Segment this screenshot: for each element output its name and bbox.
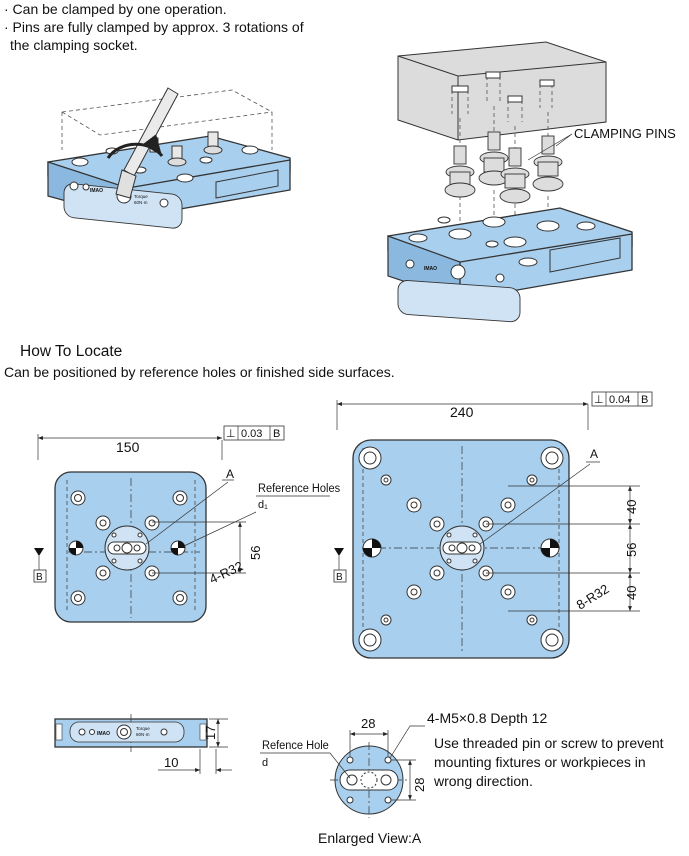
- note-line-3: wrong direction.: [434, 773, 533, 789]
- right-callout-a: A: [590, 447, 598, 461]
- enlarged-view-caption: Enlarged View:A: [318, 830, 422, 846]
- clamping-pins-label: CLAMPING PINS: [574, 126, 676, 141]
- enlarged-note: Use threaded pin or screw to prevent mou…: [434, 734, 664, 791]
- enlarged-dim-28-h: 28: [361, 716, 375, 731]
- right-dim-56: 56: [624, 543, 639, 557]
- feature-bullets: · Can be clamped by one operation. · Pin…: [4, 0, 304, 54]
- bullet-2: · Pins are fully clamped by approx. 3 ro…: [4, 19, 304, 35]
- side-offset-dim: 10: [164, 755, 178, 770]
- side-torque-1: Torque: [136, 726, 150, 731]
- right-datum: B: [641, 394, 648, 406]
- left-plan-view: 150 ⊥ 0.03 B: [33, 425, 340, 623]
- how-to-locate-heading: How To Locate: [20, 343, 123, 360]
- thread-spec: 4-M5×0.8 Depth 12: [427, 710, 547, 726]
- right-datum-b: B: [336, 572, 343, 583]
- right-dim-40-top: 40: [624, 500, 639, 514]
- iso-left-brand: IMAO: [90, 188, 103, 194]
- right-plan-view: 240 ⊥ 0.04 B: [333, 391, 653, 659]
- left-callout-a: A: [226, 467, 234, 481]
- side-brand: IMAO: [97, 731, 110, 737]
- bullet-3: the clamping socket.: [10, 37, 138, 53]
- left-radius: 4-R32: [207, 558, 245, 587]
- side-view: IMAO Torque 60N·m 17 10: [54, 714, 232, 774]
- side-torque-2: 60N·m: [136, 732, 150, 737]
- iso-left-torque-1: Torque: [134, 194, 148, 199]
- left-dim-56: 56: [248, 546, 263, 560]
- right-width-dim: 240: [450, 404, 474, 420]
- left-width-dim: 150: [116, 439, 140, 455]
- right-dim-40-bottom: 40: [624, 586, 639, 600]
- left-datum: B: [273, 428, 280, 440]
- left-reference-holes: Reference Holes: [258, 483, 340, 495]
- bullet-1: · Can be clamped by one operation.: [4, 1, 227, 17]
- left-flatness: 0.03: [241, 428, 262, 440]
- how-to-locate-subtitle: Can be positioned by reference holes or …: [4, 364, 395, 380]
- iso-right-brand: IMAO: [424, 266, 437, 272]
- refence-hole-label: Refence Hole: [262, 740, 329, 752]
- iso-exploded-illustration: CLAMPING PINS IMAO: [387, 41, 676, 323]
- note-line-1: Use threaded pin or screw to prevent: [434, 735, 664, 751]
- right-perp-symbol: ⊥: [594, 394, 604, 406]
- iso-clamp-illustration: IMAO Torque 60N·m: [47, 87, 291, 229]
- right-flatness: 0.04: [609, 394, 630, 406]
- left-d1: d₁: [258, 499, 268, 511]
- left-perp-symbol: ⊥: [226, 428, 236, 440]
- refence-hole-d: d: [262, 757, 268, 769]
- side-height-dim: 17: [203, 726, 218, 740]
- iso-left-torque-2: 60N·m: [134, 200, 148, 205]
- right-radius: 8-R32: [574, 581, 612, 612]
- enlarged-dim-28-v: 28: [412, 778, 427, 792]
- note-line-2: mounting fixtures or workpieces in: [434, 754, 646, 770]
- left-datum-b: B: [36, 572, 43, 583]
- enlarged-view-a: 28 28 4-M5×0.8 Depth 12 Refence Hole d: [260, 710, 547, 818]
